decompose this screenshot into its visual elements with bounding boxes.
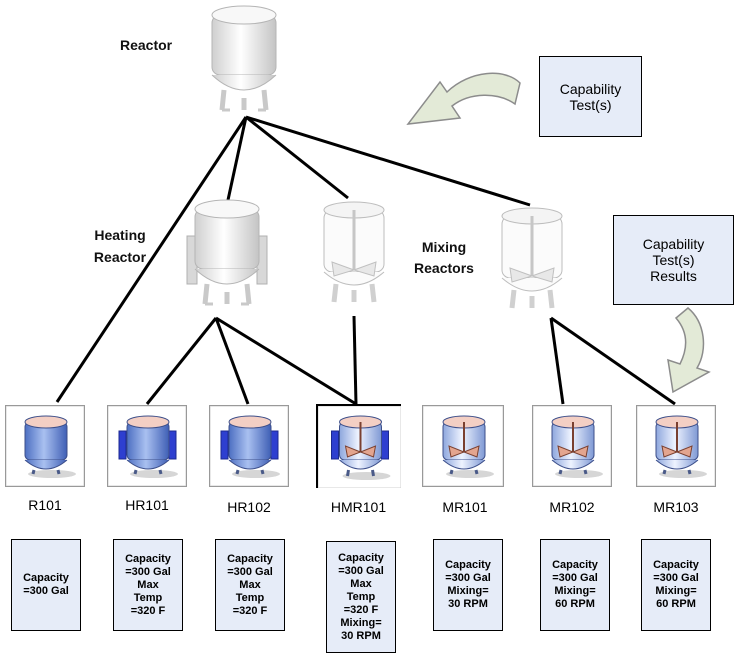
mr101-tank-icon	[423, 406, 503, 486]
capability-tests-line-2: Test(s)	[569, 96, 612, 113]
heating-reactor-label-line-2: Reactor	[93, 249, 147, 265]
reactor-label-mr103: MR103	[653, 499, 699, 515]
spec-line: =300 Gal	[23, 585, 69, 597]
spec-line: Capacity	[445, 559, 491, 571]
reactor-tile-hmr101[interactable]	[316, 404, 401, 488]
spec-line: Capacity	[338, 551, 384, 564]
mr103-tank-icon	[637, 406, 715, 486]
spec-line: Temp	[235, 591, 265, 604]
spec-line: Mixing=	[340, 616, 382, 629]
spec-line: =300 Gal	[227, 565, 273, 578]
reactor-tile-mr101[interactable]	[422, 405, 504, 487]
spec-line: =320 F	[232, 604, 268, 617]
curved-arrow-down-icon	[667, 307, 711, 394]
mixing-reactors-label-line-1: Mixing	[421, 239, 467, 255]
reactor-tile-hr102[interactable]	[209, 405, 289, 487]
capability-results-line-1: Capability	[642, 236, 705, 252]
spec-line: Max	[137, 578, 159, 591]
heating-reactor-label: Heating Reactor	[80, 224, 160, 268]
spec-line: 30 RPM	[448, 598, 488, 610]
reactor-tile-mr102[interactable]	[532, 405, 612, 487]
reactor-tank-icon	[212, 6, 276, 110]
spec-line: Temp	[133, 591, 163, 604]
reactor-label-mr102: MR102	[549, 499, 595, 515]
mr102-tank-icon	[533, 406, 611, 486]
hr102-tank-icon	[210, 406, 288, 486]
capability-tests-line-1: Capability	[559, 80, 622, 97]
heating-reactor-label-line-1: Heating	[94, 227, 146, 243]
hmr101-tank-icon	[318, 406, 401, 488]
capability-results-line-2: Test(s)	[652, 252, 695, 268]
heating-reactor-tank-icon	[187, 200, 267, 304]
spec-line: 60 RPM	[656, 598, 696, 610]
spec-line: Capacity	[227, 552, 273, 565]
spec-line: Mixing=	[447, 585, 489, 597]
reactor-label: Reactor	[120, 37, 173, 53]
reactor-label-hmr101: HMR101	[330, 499, 387, 515]
mixing-reactor-tank-icon	[324, 202, 384, 302]
reactor-tile-r101[interactable]	[5, 405, 85, 487]
spec-line: Capacity	[653, 559, 699, 571]
reactor-tile-hr101[interactable]	[107, 405, 187, 487]
hr101-tank-icon	[108, 406, 186, 486]
reactor-label-mr101: MR101	[442, 499, 488, 515]
spec-line: =300 Gal	[125, 565, 171, 578]
capability-results-box: Capability Test(s) Results	[613, 215, 734, 305]
spec-line: =300 Gal	[653, 572, 699, 584]
spec-line: Capacity	[552, 559, 598, 571]
spec-line: Temp	[346, 590, 376, 603]
spec-line: Capacity	[23, 572, 69, 584]
spec-line: =300 Gal	[445, 572, 491, 584]
spec-line: Mixing=	[554, 585, 596, 597]
spec-line: Mixing=	[655, 585, 697, 597]
reactor-label-hr102: HR102	[227, 499, 271, 515]
mixing-reactor-tank-icon-2	[502, 208, 562, 308]
mixing-reactors-label-line-2: Reactors	[414, 260, 474, 276]
capability-tests-box: Capability Test(s)	[539, 56, 642, 137]
spec-line: Max	[350, 577, 372, 590]
spec-line: 30 RPM	[341, 629, 381, 642]
spec-line: =320 F	[343, 603, 379, 616]
spec-line: Max	[239, 578, 261, 591]
curved-arrow-left-icon	[406, 72, 521, 125]
spec-line: =300 Gal	[338, 564, 384, 577]
reactor-tile-mr103[interactable]	[636, 405, 716, 487]
spec-line: =300 Gal	[552, 572, 598, 584]
reactor-label-hr101: HR101	[125, 497, 169, 513]
r101-tank-icon	[6, 406, 84, 486]
mixing-reactors-label: Mixing Reactors	[404, 237, 484, 279]
spec-box-r101: Capacity=300 Gal	[11, 539, 81, 631]
reactor-label-r101: R101	[28, 497, 62, 513]
spec-line: 60 RPM	[555, 598, 595, 610]
spec-line: Capacity	[125, 552, 171, 565]
spec-line: =320 F	[130, 604, 166, 617]
capability-results-line-3: Results	[650, 268, 697, 284]
